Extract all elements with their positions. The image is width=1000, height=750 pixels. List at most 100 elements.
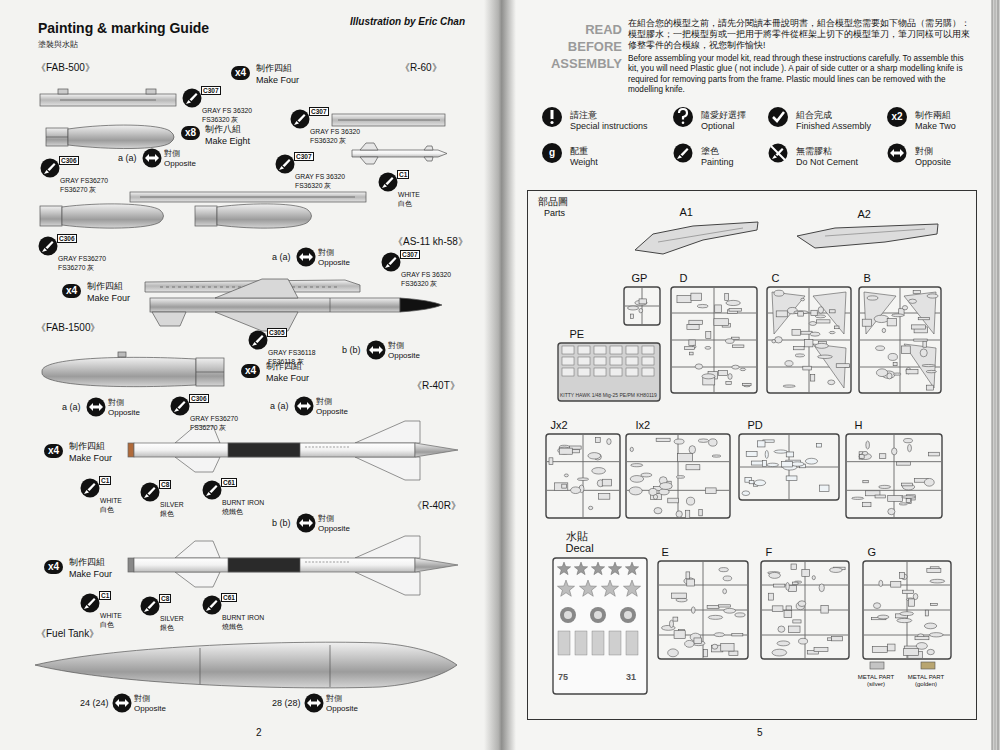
fuel-tank-illustration	[35, 642, 457, 688]
sprue-drawing	[788, 626, 800, 633]
sprue-frame: A2	[795, 208, 940, 251]
fuel-tank-illustration	[200, 648, 201, 684]
fab-1500-illustration	[196, 358, 224, 386]
fab-500-illustration	[146, 89, 156, 94]
r-40r-illustration	[355, 572, 420, 595]
sprue-drawing	[570, 487, 580, 494]
opposite-icons	[113, 694, 132, 713]
icon-caption: 組合完成	[796, 110, 832, 120]
as-11-illustration	[152, 312, 186, 326]
credit-text: Illustration by Eric Chan	[350, 16, 465, 28]
legend-icons	[550, 121, 553, 124]
r-40r-illustration	[305, 562, 350, 563]
sprue-drawing	[804, 340, 813, 347]
sprue-drawing	[903, 649, 918, 656]
sprue-drawing	[554, 483, 567, 491]
icon-badge: x2	[887, 107, 907, 127]
sprue-outline	[545, 433, 621, 519]
sprue-drawing	[685, 572, 689, 579]
sprue-drawing	[582, 435, 583, 517]
fab-500-illustration	[40, 206, 62, 226]
sprue-drawing	[624, 287, 660, 325]
decal-number: 31	[626, 672, 636, 682]
sprue-drawing	[767, 287, 851, 393]
sprue-drawing	[878, 485, 890, 488]
part-ref: a (a)	[118, 153, 137, 163]
as-11-illustration	[145, 279, 442, 331]
sprue-drawing	[893, 363, 897, 366]
sprue-drawing	[819, 584, 824, 592]
sprue-drawing	[772, 606, 783, 612]
sprue-letter: 水貼	[552, 530, 648, 543]
sprue-outline	[625, 433, 731, 519]
opposite-icons	[143, 149, 162, 168]
paint-code: C1	[99, 591, 111, 600]
sprue-drawing	[695, 364, 702, 369]
sprue-drawing	[927, 294, 938, 298]
sprue-drawing	[846, 434, 942, 518]
sprue-drawing	[642, 346, 654, 354]
section-title: 《R-40T》	[412, 380, 460, 392]
r-40t-illustration	[355, 421, 420, 443]
sprue-drawing	[669, 620, 673, 627]
icon-caption: 對側	[915, 146, 933, 156]
sprue-drawing	[867, 296, 878, 300]
instruction-text: 在組合您的模型之前，請先分閱讀本冊說明書，組合模型您需要如下物品（需另購）：模型…	[628, 18, 973, 52]
sprue-frame: Jx2	[545, 419, 621, 520]
r-40t-illustration	[415, 443, 458, 457]
sprue-frame: E	[657, 546, 749, 661]
sprue-drawing	[708, 616, 722, 620]
sprue-drawing	[626, 346, 638, 354]
sprue-drawing	[626, 357, 638, 365]
sprue-drawing	[896, 462, 910, 465]
paint-code: C305	[267, 328, 287, 337]
sprue-drawing	[887, 509, 894, 515]
icon-caption: 請注意	[570, 110, 597, 120]
sprue-drawing	[812, 576, 815, 580]
paint-icons	[203, 596, 222, 615]
paint-name: GRAY FS36118	[268, 349, 316, 356]
sprue-drawing	[640, 473, 651, 477]
quantity-badge: x4	[44, 560, 63, 574]
quantity-text: Make Four	[69, 569, 112, 579]
sprue-drawing	[797, 312, 803, 316]
sprue-drawing	[768, 593, 773, 600]
r-40r-illustration	[355, 536, 420, 558]
sprue-drawing	[834, 326, 839, 329]
subtitle: 塗裝與水貼	[38, 40, 78, 49]
r-60-illustration	[352, 150, 447, 157]
sprue-drawing	[784, 611, 792, 618]
sprue-drawing	[793, 347, 804, 350]
paint-name: GRAY FS36270	[190, 415, 238, 422]
sprue-drawing	[913, 339, 926, 341]
fab-1500-illustration	[118, 352, 126, 357]
sprue-drawing	[891, 448, 896, 455]
sprue-outline	[633, 220, 760, 256]
paint-name: 白色	[100, 621, 114, 628]
sprue-drawing	[864, 292, 896, 334]
sprue-drawing	[653, 495, 657, 500]
fab-1500-illustration	[42, 357, 196, 386]
icon-caption: Do Not Cement	[796, 157, 858, 167]
opposite-text: 對側	[108, 399, 124, 408]
sprue-drawing	[874, 315, 889, 322]
sprue-drawing	[587, 453, 600, 459]
sprue-drawing	[724, 294, 728, 301]
paint-icons	[39, 89, 788, 616]
sprue-drawing	[863, 561, 951, 659]
sprue-drawing	[846, 434, 942, 518]
paint-name: GRAY FS36270	[60, 177, 108, 184]
sprue-drawing	[626, 434, 730, 518]
r-60-illustration	[360, 157, 378, 164]
opposite-text: Opposite	[326, 705, 358, 714]
quantity-text: Make Four	[256, 75, 299, 85]
quantity-badge: x4	[62, 284, 81, 298]
sprue-outline	[858, 286, 942, 394]
sprue-drawing	[723, 576, 732, 581]
sprue-drawing	[588, 506, 592, 509]
sprue-drawing	[624, 287, 660, 325]
paint-icons	[81, 594, 100, 613]
sprue-drawing	[718, 371, 727, 376]
sprue-frame: G	[862, 546, 952, 661]
r-40r-illustration	[128, 536, 458, 595]
